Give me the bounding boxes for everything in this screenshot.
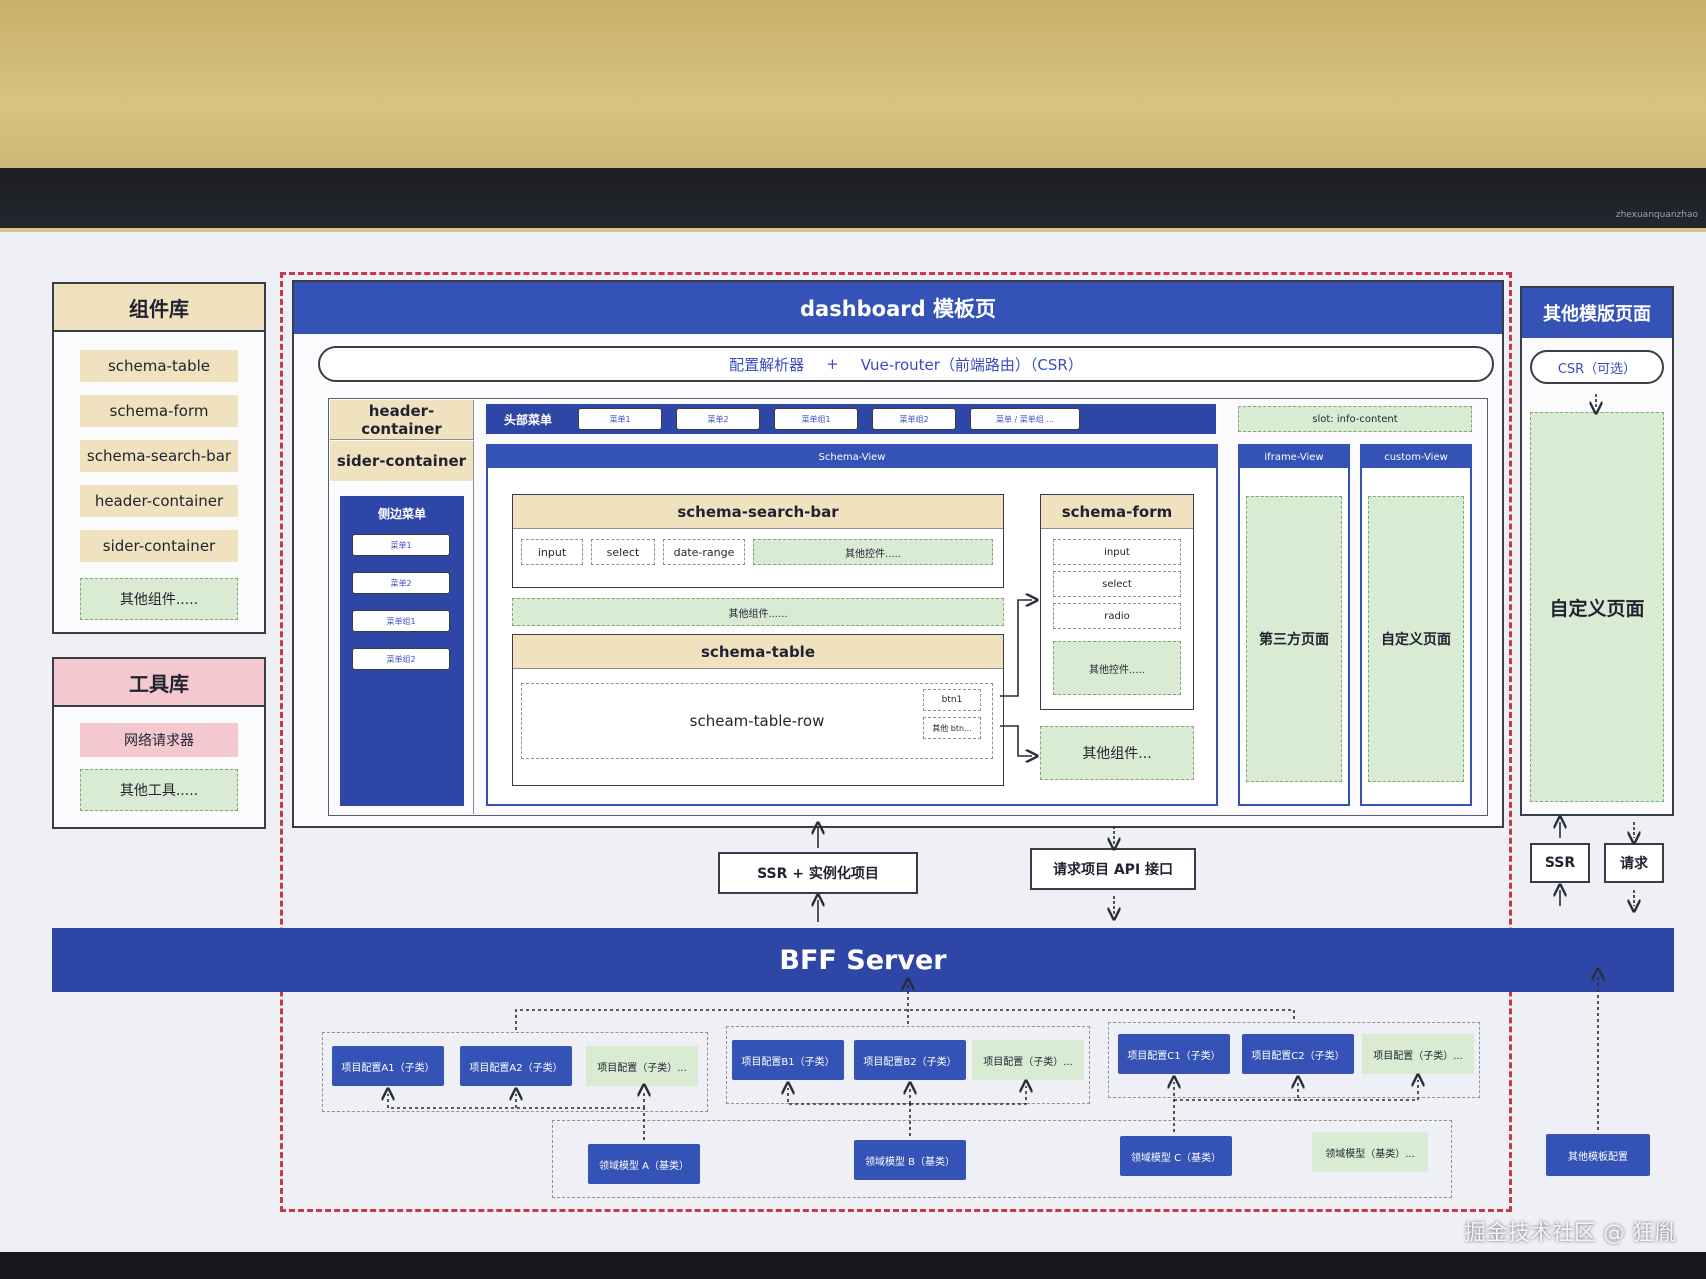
config-c2: 项目配置C2（子类） [1242,1034,1354,1074]
domain-models-group [552,1120,1452,1198]
row-btn-other[interactable]: 其他 btn... [923,717,981,739]
component-library-panel: 组件库 schema-table schema-form schema-sear… [52,282,266,634]
top-menu-bar: 头部菜单 菜单1 菜单2 菜单组1 菜单组2 菜单 / 菜单组 ... [486,404,1216,434]
iframe-view-panel: iframe-View 第三方页面 [1238,444,1350,806]
schema-form-title: schema-form [1041,495,1193,529]
search-field-date-range[interactable]: date-range [663,539,745,565]
frontend-region [280,272,1512,1212]
side-menu-item[interactable]: 菜单组1 [352,610,450,632]
sider-container-label: sider-container [330,441,474,481]
slot-info-content: slot: info-content [1238,406,1472,432]
other-templates-title: 其他模版页面 [1522,288,1672,338]
search-field-other: 其他控件..... [753,539,993,565]
component-item: header-container [80,485,238,517]
request-box: 请求 [1604,843,1664,883]
schema-table-row: scheam-table-row [521,683,993,759]
component-other: 其他组件..... [80,578,238,620]
form-field-select[interactable]: select [1053,571,1181,597]
schema-table-title: schema-table [513,635,1003,669]
bezel-username: zhexuanquanzhao [1615,210,1698,220]
tool-library-title: 工具库 [54,659,264,707]
config-c-other: 项目配置（子类）... [1362,1034,1474,1074]
watermark: 掘金技术社区 @ 狂胤 [1464,1221,1676,1246]
header-container-label: header-container [330,400,474,440]
config-a1: 项目配置A1（子类） [332,1046,444,1086]
iframe-view-title: iframe-View [1240,446,1348,468]
config-b-other: 项目配置（子类）... [972,1040,1084,1080]
top-menu-item[interactable]: 菜单组2 [872,408,956,430]
ssr-box: SSR [1530,843,1590,883]
router-label: Vue-router（前端路由）（CSR） [860,355,1083,374]
config-a2: 项目配置A2（子类） [460,1046,572,1086]
component-item: schema-table [80,350,238,382]
api-request-box: 请求项目 API 接口 [1030,848,1196,890]
custom-view-title: custom-View [1362,446,1470,468]
config-c1: 项目配置C1（子类） [1118,1034,1230,1074]
third-party-page: 第三方页面 [1246,496,1342,782]
monitor-bottom-bar [0,1252,1706,1279]
middle-other-components: 其他组件...... [512,598,1004,626]
csr-optional: CSR（可选） [1530,350,1664,384]
form-field-input[interactable]: input [1053,539,1181,565]
other-templates-panel: 其他模版页面 CSR（可选） 自定义页面 [1520,286,1674,816]
form-other-components: 其他组件... [1040,726,1194,780]
side-menu-item[interactable]: 菜单1 [352,534,450,556]
schema-view-title: Schema-View [488,446,1216,468]
search-field-input[interactable]: input [521,539,583,565]
top-menu-item[interactable]: 菜单 / 菜单组 ... [970,408,1080,430]
side-menu-panel: 侧边菜单 菜单1 菜单2 菜单组1 菜单组2 [340,496,464,806]
form-field-radio[interactable]: radio [1053,603,1181,629]
form-field-other: 其他控件..... [1053,641,1181,695]
ssr-instance-box: SSR + 实例化项目 [718,852,918,894]
background-wall [0,0,1706,175]
tool-library-panel: 工具库 网络请求器 其他工具..... [52,657,266,829]
dashboard-template-panel: dashboard 模板页 配置解析器 + Vue-router（前端路由）（C… [292,280,1504,828]
top-menu-label: 头部菜单 [503,412,552,427]
dashboard-title: dashboard 模板页 [294,282,1502,334]
config-a-other: 项目配置（子类）... [586,1046,698,1086]
config-b2: 项目配置B2（子类） [854,1040,966,1080]
side-menu-item[interactable]: 菜单组2 [352,648,450,670]
plus-sign: + [826,355,839,373]
sider-column [330,481,474,814]
tool-other: 其他工具..... [80,769,238,811]
component-item: sider-container [80,530,238,562]
schema-form-panel: schema-form input select radio 其他控件..... [1040,494,1194,710]
domain-model-c: 领域模型 C（基类） [1120,1136,1232,1176]
bff-server-bar: BFF Server [52,928,1674,992]
config-b1: 项目配置B1（子类） [732,1040,844,1080]
other-custom-page: 自定义页面 [1530,412,1664,802]
side-menu-item[interactable]: 菜单2 [352,572,450,594]
row-btn1[interactable]: btn1 [923,689,981,711]
tool-item: 网络请求器 [80,723,238,757]
top-menu-item[interactable]: 菜单组1 [774,408,858,430]
other-template-config: 其他模板配置 [1546,1134,1650,1176]
schema-table-panel: schema-table scheam-table-row btn1 其他 bt… [512,634,1004,786]
monitor-bezel [0,168,1706,228]
parser-label: 配置解析器 [729,355,805,374]
custom-view-panel: custom-View 自定义页面 [1360,444,1472,806]
domain-model-a: 领域模型 A（基类） [588,1144,700,1184]
domain-model-b: 领域模型 B（基类） [854,1140,966,1180]
schema-search-bar-panel: schema-search-bar input select date-rang… [512,494,1004,588]
parser-router-bar: 配置解析器 + Vue-router（前端路由）（CSR） [318,346,1494,382]
custom-page: 自定义页面 [1368,496,1464,782]
search-bar-title: schema-search-bar [513,495,1003,529]
top-menu-item[interactable]: 菜单2 [676,408,760,430]
search-field-select[interactable]: select [591,539,655,565]
component-library-title: 组件库 [54,284,264,332]
domain-model-other: 领域模型（基类）... [1312,1132,1428,1172]
top-menu-item[interactable]: 菜单1 [578,408,662,430]
component-item: schema-form [80,395,238,427]
side-menu-label: 侧边菜单 [377,506,426,521]
component-item: schema-search-bar [80,440,238,472]
